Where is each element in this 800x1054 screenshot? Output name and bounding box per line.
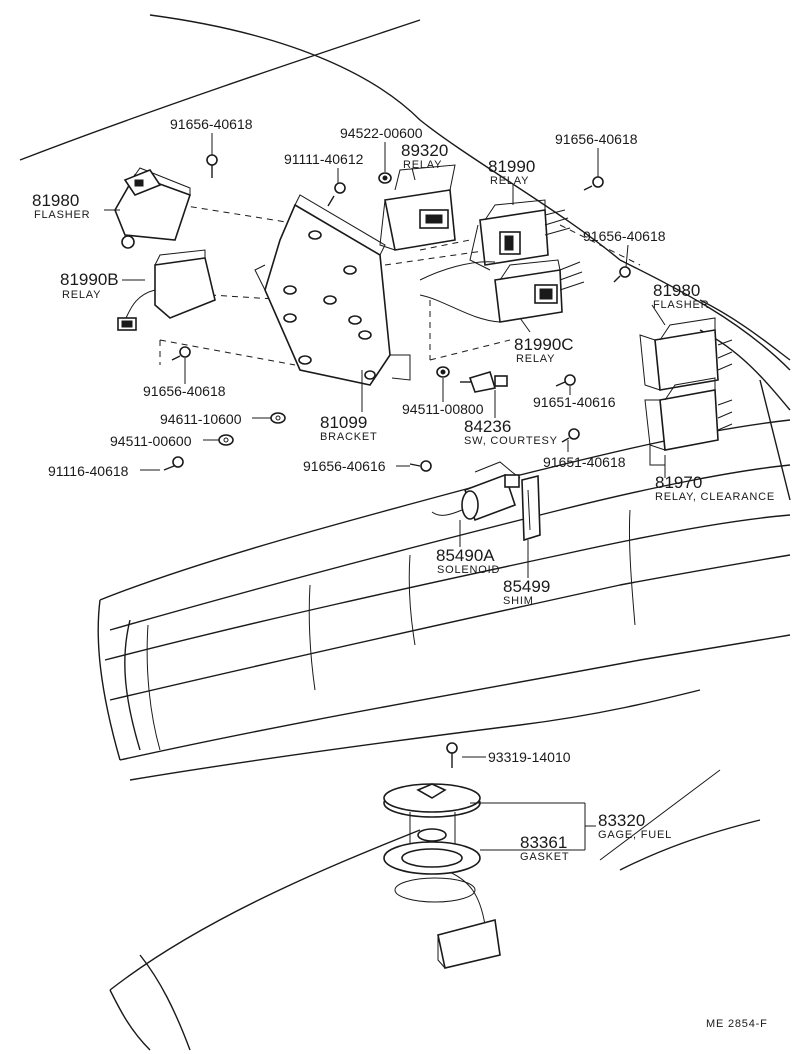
leader-lines [104,133,666,851]
part-caption-solenoid: SOLENOID [437,564,500,576]
part-number-81970: 81970 [655,473,702,492]
fastener-label: 91656-40616 [303,458,386,474]
part-caption-bracket: BRACKET [320,431,378,443]
fastener-label: 94611-10600 [160,411,242,427]
nut-icon [378,172,392,184]
relay-81990b [117,249,216,331]
fastener-label: 91656-40618 [555,131,638,147]
part-caption-relay: RELAY [403,159,442,171]
relay-81990 [469,199,571,271]
bolt-icon [206,154,218,178]
drawing-code: ME 2854-F [706,1018,768,1030]
part-number-81990c: 81990C [514,335,574,354]
fuel-gage-83320 [383,783,501,969]
solenoid-85490a [431,461,521,522]
nut-icon [436,366,450,378]
shim-85499 [521,474,541,542]
fastener-label: 91656-40618 [143,383,226,399]
assembly-dashed-lines [159,204,641,366]
washer-icon [218,434,234,446]
part-number-85490a: 85490A [436,546,495,565]
fastener-label: 91656-40618 [170,116,253,132]
part-caption-shim: SHIM [503,595,534,607]
fastener-label: 94511-00600 [110,433,192,449]
part-number-83361: 83361 [520,833,567,852]
relay-clearance-81970 [644,377,733,466]
fastener-label: 91111-40612 [284,151,364,167]
fastener-label: 94522-00600 [340,125,423,141]
part-labels: 91656-40618 94522-00600 91111-40612 9165… [32,116,775,1030]
bolt-icon [163,456,184,471]
washer-icon [270,412,286,424]
part-caption-gasket: GASKET [520,851,569,863]
flasher-81980-right [639,317,733,391]
switch-courtesy-84236 [460,371,508,393]
bolt-icon [446,742,458,768]
fastener-label: 94511-00800 [402,401,484,417]
bolt-icon [555,374,576,387]
part-caption-flasher: FLASHER [653,299,709,311]
bolt-icon [327,182,346,207]
relay-81990c [419,259,585,323]
part-number-81980: 81980 [32,191,79,210]
part-caption-sw-courtesy: SW, COURTESY [464,435,558,447]
part-number-83320: 83320 [598,811,645,830]
part-caption-relay-clearance: RELAY, CLEARANCE [655,491,775,503]
part-number-81990b: 81990B [60,270,119,289]
bolt-icon [409,460,432,472]
fastener-label: 93319-14010 [488,749,571,765]
fasteners [163,154,631,768]
part-caption-relay: RELAY [490,175,529,187]
gasket-83361 [383,841,481,875]
bracket-81099 [254,194,411,386]
part-number-89320: 89320 [401,141,448,160]
relay-89320 [379,164,456,251]
part-caption-relay: RELAY [516,353,555,365]
flasher-81980-left [114,167,192,249]
part-number-81980: 81980 [653,281,700,300]
bolt-icon [171,346,191,361]
bolt-icon [613,266,631,283]
part-number-85499: 85499 [503,577,550,596]
bolt-icon [561,428,580,443]
part-caption-flasher: FLASHER [34,209,90,221]
fastener-label: 91651-40616 [533,394,616,410]
vehicle-body-outline [19,14,791,1051]
part-number-81990: 81990 [488,157,535,176]
bolt-icon [583,176,604,191]
part-number-81099: 81099 [320,413,367,432]
fastener-label: 91116-40618 [48,463,129,479]
fastener-label: 91656-40618 [583,228,666,244]
fastener-label: 91651-40618 [543,454,626,470]
part-caption-gage-fuel: GAGE, FUEL [598,829,672,841]
part-caption-relay: RELAY [62,289,101,301]
part-number-84236: 84236 [464,417,511,436]
